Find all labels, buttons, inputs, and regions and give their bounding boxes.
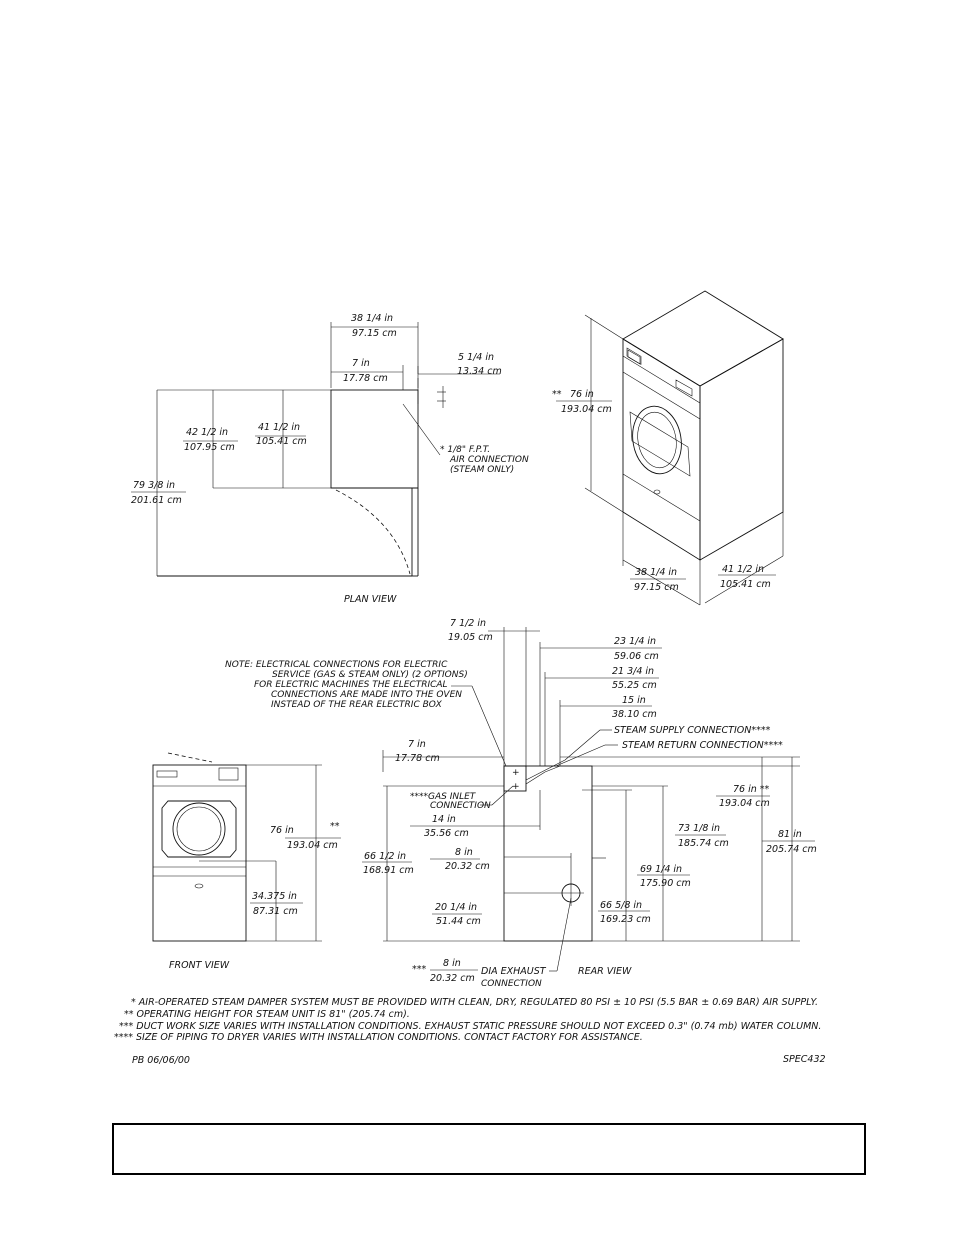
rear-h3-in: 81 in bbox=[778, 829, 802, 840]
plan-depth-b-cm: 105.41 cm bbox=[256, 436, 307, 447]
svg-text:+: + bbox=[512, 768, 520, 778]
rear-note-1: NOTE: ELECTRICAL CONNECTIONS FOR ELECTRI… bbox=[225, 660, 448, 670]
rear-exhaust-label-2: CONNECTION bbox=[481, 979, 542, 989]
rear-note-5: INSTEAD OF THE REAR ELECTRIC BOX bbox=[271, 700, 443, 710]
svg-text:+: + bbox=[512, 782, 520, 792]
footnote-4: **** SIZE OF PIPING TO DRYER VARIES WITH… bbox=[114, 1032, 643, 1043]
rear-h5-in: 66 5/8 in bbox=[600, 900, 642, 911]
rear-d8-cm: 168.91 cm bbox=[363, 865, 414, 876]
rear-d3-in: 21 3/4 in bbox=[612, 666, 654, 677]
iso-width-in: 38 1/4 in bbox=[635, 567, 677, 578]
rear-gas-inlet-1: ****GAS INLET bbox=[410, 792, 477, 802]
spec-code: SPEC432 bbox=[783, 1054, 826, 1065]
rear-exhaust-prefix: *** bbox=[412, 964, 427, 975]
plan-view: 38 1/4 in 97.15 cm 7 in 17.78 cm 5 1/4 i… bbox=[131, 313, 529, 605]
rear-d3-cm: 55.25 cm bbox=[612, 680, 657, 691]
rear-h2-in: 73 1/8 in bbox=[678, 823, 720, 834]
plan-depth-a-cm: 107.95 cm bbox=[184, 442, 235, 453]
plan-width-in: 38 1/4 in bbox=[351, 313, 393, 324]
rear-d9-cm: 51.44 cm bbox=[436, 916, 481, 927]
front-door-cm: 87.31 cm bbox=[253, 906, 298, 917]
rear-gas-inlet-2: CONNECTION bbox=[430, 801, 491, 811]
rear-d2-in: 23 1/4 in bbox=[614, 636, 656, 647]
footnote-3: *** DUCT WORK SIZE VARIES WITH INSTALLAT… bbox=[119, 1021, 821, 1032]
plan-width-cm: 97.15 cm bbox=[352, 328, 397, 339]
plan-air-note-3: (STEAM ONLY) bbox=[450, 465, 514, 475]
iso-depth-cm: 105.41 cm bbox=[720, 579, 771, 590]
footnote-1: * AIR-OPERATED STEAM DAMPER SYSTEM MUST … bbox=[131, 997, 818, 1008]
iso-width-cm: 97.15 cm bbox=[634, 582, 679, 593]
front-height-cm: 193.04 cm bbox=[287, 840, 338, 851]
rear-view-title: REAR VIEW bbox=[578, 966, 632, 977]
front-door-in: 34.375 in bbox=[252, 891, 297, 902]
rear-d6-cm: 35.56 cm bbox=[424, 828, 469, 839]
rear-d7-cm: 20.32 cm bbox=[445, 861, 490, 872]
rear-d2-cm: 59.06 cm bbox=[614, 651, 659, 662]
rear-d6-in: 14 in bbox=[432, 814, 456, 825]
front-height-suffix: ** bbox=[330, 821, 340, 832]
rear-view: + + NOTE: ELECTRICAL CONNECTIONS FOR ELE… bbox=[225, 618, 817, 989]
rear-d9-in: 20 1/4 in bbox=[435, 902, 477, 913]
rear-h4-in: 69 1/4 in bbox=[640, 864, 682, 875]
plan-air-note-1: * 1/8" F.P.T. bbox=[440, 445, 490, 455]
rear-exhaust-cm: 20.32 cm bbox=[430, 973, 475, 984]
iso-height-prefix: ** bbox=[552, 389, 562, 400]
footnote-2: ** OPERATING HEIGHT FOR STEAM UNIT IS 81… bbox=[124, 1009, 410, 1020]
rear-h5-cm: 169.23 cm bbox=[600, 914, 651, 925]
rear-h2-cm: 185.74 cm bbox=[678, 838, 729, 849]
iso-height-cm: 193.04 cm bbox=[561, 404, 612, 415]
rear-h1-in: 76 in ** bbox=[733, 784, 770, 795]
rear-d4-cm: 38.10 cm bbox=[612, 709, 657, 720]
rear-steam-supply: STEAM SUPPLY CONNECTION**** bbox=[614, 725, 771, 736]
plan-air-note-2: AIR CONNECTION bbox=[449, 455, 529, 465]
rear-steam-return: STEAM RETURN CONNECTION**** bbox=[622, 740, 783, 751]
rear-d7-in: 8 in bbox=[455, 847, 473, 858]
rear-h4-cm: 175.90 cm bbox=[640, 878, 691, 889]
rear-h1-cm: 193.04 cm bbox=[719, 798, 770, 809]
plan-air-offset-cm: 13.34 cm bbox=[457, 366, 502, 377]
rear-d1-cm: 19.05 cm bbox=[448, 632, 493, 643]
plan-air-offset-in: 5 1/4 in bbox=[458, 352, 494, 363]
front-view: 76 in ** 193.04 cm 34.375 in 87.31 cm FR… bbox=[152, 752, 341, 971]
footnotes: * AIR-OPERATED STEAM DAMPER SYSTEM MUST … bbox=[114, 997, 821, 1043]
iso-depth-in: 41 1/2 in bbox=[722, 564, 764, 575]
plan-offset-in: 7 in bbox=[352, 358, 370, 369]
plan-offset-cm: 17.78 cm bbox=[343, 373, 388, 384]
author-date: PB 06/06/00 bbox=[132, 1055, 190, 1066]
plan-total-in: 79 3/8 in bbox=[133, 480, 175, 491]
rear-d4-in: 15 in bbox=[622, 695, 646, 706]
rear-d1-in: 7 1/2 in bbox=[450, 618, 486, 629]
front-view-title: FRONT VIEW bbox=[169, 960, 230, 971]
iso-height-in: 76 in bbox=[570, 389, 594, 400]
rear-note-2: SERVICE (GAS & STEAM ONLY) (2 OPTIONS) bbox=[272, 670, 468, 680]
plan-total-cm: 201.61 cm bbox=[131, 495, 182, 506]
plan-view-title: PLAN VIEW bbox=[344, 594, 397, 605]
rear-h3-cm: 205.74 cm bbox=[766, 844, 817, 855]
rear-d5-in: 7 in bbox=[408, 739, 426, 750]
plan-depth-a-in: 42 1/2 in bbox=[186, 427, 228, 438]
iso-view: ** 76 in 193.04 cm 38 1/4 in 97.15 cm 41… bbox=[552, 290, 784, 606]
rear-note-4: CONNECTIONS ARE MADE INTO THE OVEN bbox=[271, 690, 462, 700]
rear-exhaust-in: 8 in bbox=[443, 958, 461, 969]
rear-d8-in: 66 1/2 in bbox=[364, 851, 406, 862]
front-height-in: 76 in bbox=[270, 825, 294, 836]
empty-caption-box bbox=[112, 1123, 866, 1175]
rear-d5-cm: 17.78 cm bbox=[395, 753, 440, 764]
plan-depth-b-in: 41 1/2 in bbox=[258, 422, 300, 433]
rear-exhaust-label-1: DIA EXHAUST bbox=[481, 966, 547, 977]
rear-note-3: FOR ELECTRIC MACHINES THE ELECTRICAL bbox=[254, 680, 448, 690]
